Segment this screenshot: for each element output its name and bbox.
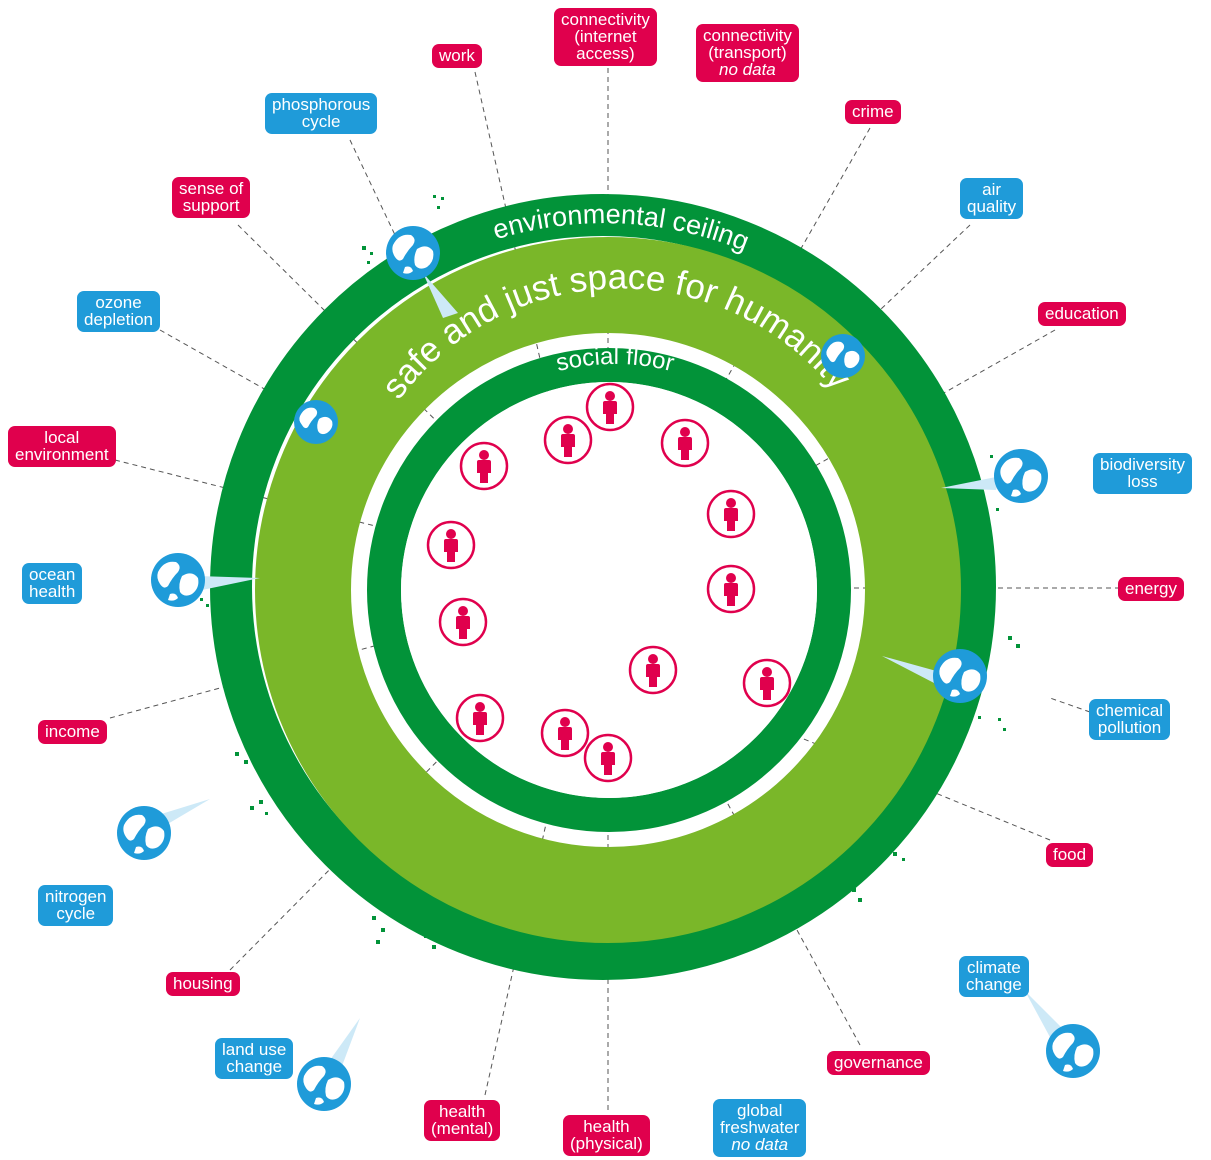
safe-space-band — [255, 237, 961, 943]
globe-icon — [294, 400, 338, 444]
globe-icon — [882, 649, 987, 703]
person-icon — [628, 645, 678, 695]
globe-icon — [386, 226, 458, 318]
person-icon — [583, 733, 633, 783]
person-icon — [455, 693, 505, 743]
person-icon — [540, 708, 590, 758]
label-health-mental: health(mental) — [424, 1100, 501, 1141]
label-connectivity-transport: connectivity(transport)no data — [696, 24, 799, 82]
label-crime: crime — [845, 100, 901, 124]
globe-icon — [1025, 991, 1100, 1078]
person-icon — [543, 415, 593, 465]
globe-icon — [297, 1018, 360, 1111]
label-governance: governance — [827, 1051, 930, 1075]
overshoot-fragments — [200, 195, 1020, 949]
label-housing: housing — [166, 972, 240, 996]
environmental-ceiling-ring — [210, 194, 996, 980]
person-icon — [585, 382, 635, 432]
globe-icon — [117, 799, 210, 860]
label-work: work — [432, 44, 482, 68]
person-icon — [438, 597, 488, 647]
social-floor-ring — [367, 348, 851, 832]
person-icon — [426, 520, 476, 570]
label-health-physical: health(physical) — [563, 1115, 650, 1156]
label-income: income — [38, 720, 107, 744]
label-food: food — [1046, 843, 1094, 867]
globe-icon — [151, 553, 260, 607]
person-icon — [706, 489, 756, 539]
label-energy: energy — [1118, 577, 1184, 601]
label-education: education — [1038, 302, 1126, 326]
globe-icon — [941, 449, 1048, 503]
globe-icon — [821, 334, 865, 378]
person-icon — [706, 564, 756, 614]
person-icon — [459, 441, 509, 491]
person-icon — [660, 418, 710, 468]
person-icon — [742, 658, 792, 708]
